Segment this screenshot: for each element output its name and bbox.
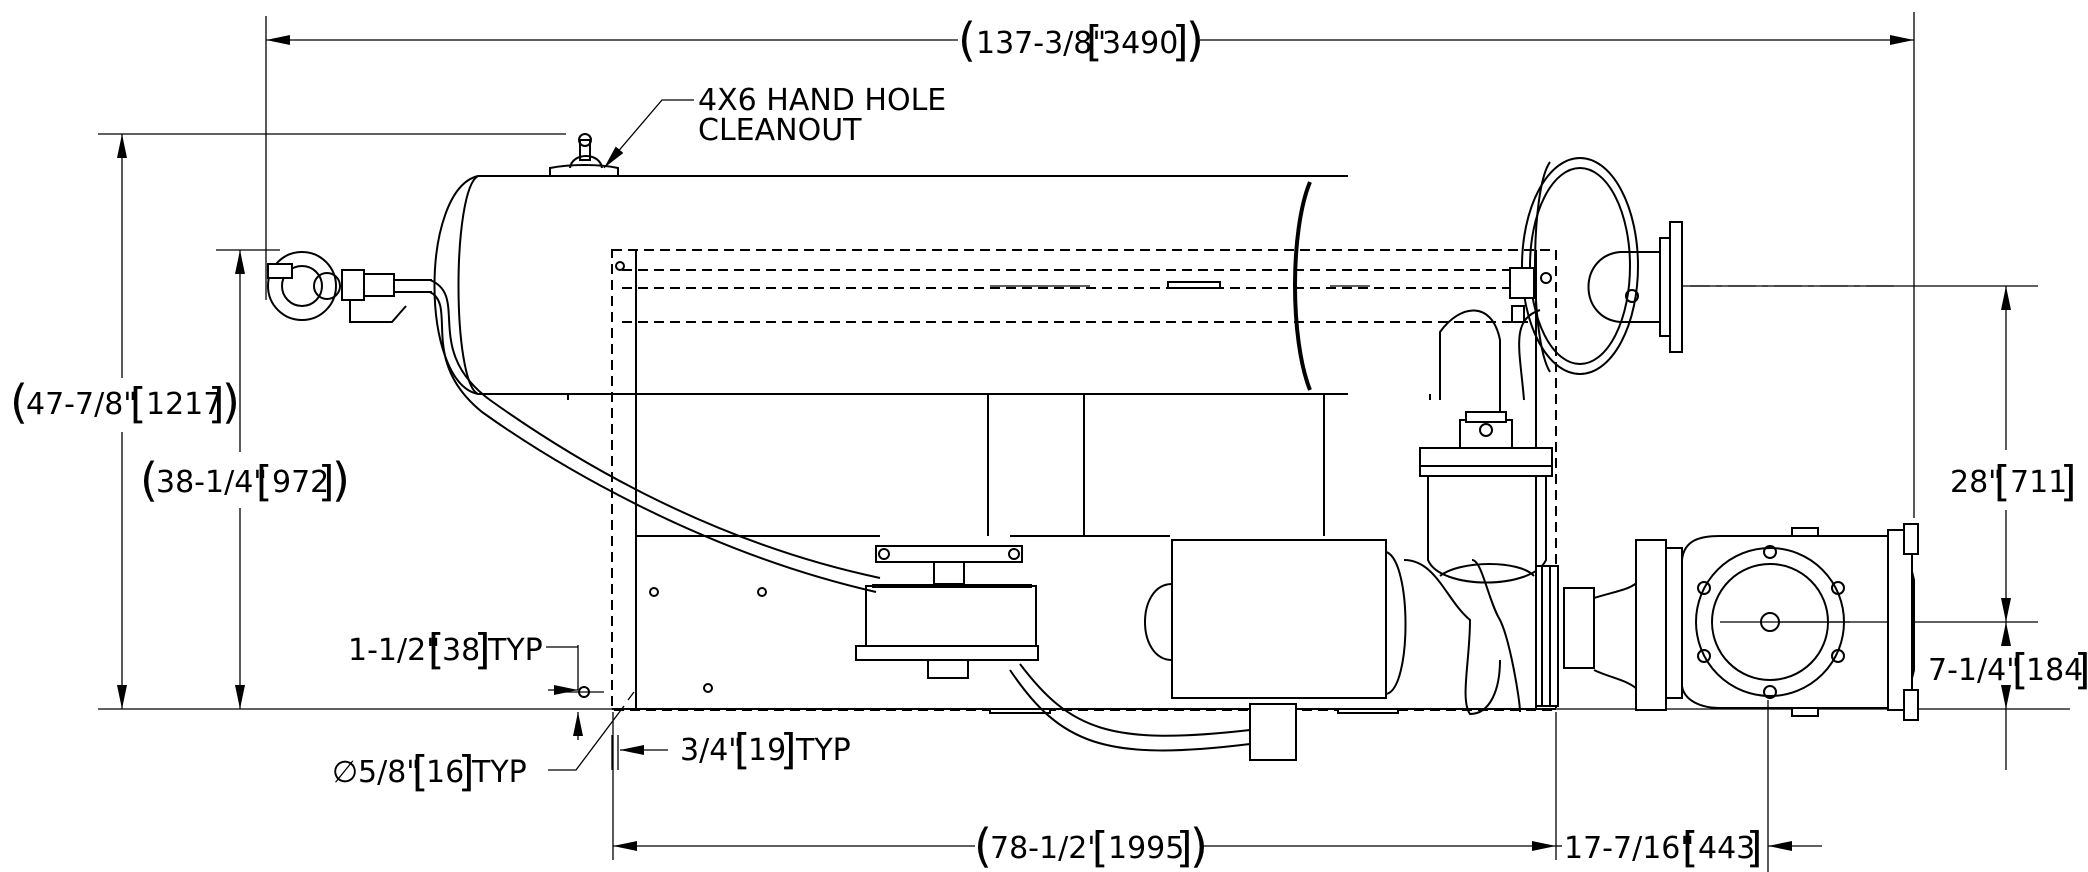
svg-text:[: [ [412, 747, 428, 796]
separator-tank [433, 133, 1900, 400]
discharge-valve [1563, 523, 1919, 721]
dim-outlet-height-imperial: 7-1/4" [1928, 653, 2020, 688]
diameter-symbol: ∅ [332, 755, 358, 790]
dim-hole-edge-typ: TYP [487, 633, 543, 668]
svg-text:[: [ [1086, 17, 1102, 66]
level-gauge [267, 251, 432, 323]
control-box [855, 545, 1297, 761]
dim-skid-length-metric: 1995 [1108, 831, 1184, 866]
dim-hole-edge-imperial: 1-1/2" [348, 633, 440, 668]
dim-tank-height-imperial: 38-1/4" [156, 465, 267, 500]
svg-text:]: ] [474, 625, 490, 674]
dim-outlet-height-metric: 184 [2026, 653, 2083, 688]
dim-outlet-offset-imperial: 17-7/16" [1564, 831, 1694, 866]
dim-hole-dia-imperial: 5/8" [358, 755, 420, 790]
mounting-hole [578, 686, 590, 698]
svg-text:]: ] [2060, 457, 2076, 506]
svg-text:): ) [1186, 13, 1204, 67]
svg-text:[: [ [130, 379, 146, 428]
svg-text:(: ( [10, 375, 28, 429]
svg-text:[: [ [256, 457, 272, 506]
svg-text:[: [ [428, 625, 444, 674]
svg-text:(: ( [974, 819, 992, 872]
svg-text:[: [ [2012, 645, 2028, 694]
svg-text:): ) [332, 453, 350, 507]
svg-text:[: [ [1092, 823, 1108, 872]
dim-overall-height-metric: 1217 [146, 387, 222, 422]
svg-text:[: [ [734, 725, 750, 774]
dim-overall-length-metric: 3490 [1102, 26, 1178, 61]
dim-skid-length-imperial: 78-1/2" [990, 831, 1101, 866]
svg-text:(: ( [140, 453, 158, 507]
svg-text:]: ] [458, 747, 474, 796]
svg-text:]: ] [208, 379, 224, 428]
skid-frame [578, 249, 1557, 714]
dim-hole-dia-metric: 16 [426, 755, 464, 790]
dim-inlet-height-imperial: 28" [1950, 465, 2002, 500]
dim-outlet-offset-metric: 443 [1698, 831, 1755, 866]
svg-text:): ) [222, 375, 240, 429]
svg-text:]: ] [1176, 823, 1192, 872]
motor-pump [1144, 267, 1559, 716]
dim-web-thk-metric: 19 [748, 733, 786, 768]
dim-overall-height-imperial: 47-7/8" [26, 387, 137, 422]
svg-text:]: ] [318, 457, 334, 506]
dim-overall-length-imperial: 137-3/8" [976, 26, 1106, 61]
dim-web-thk-imperial: 3/4" [680, 733, 742, 768]
svg-text:]: ] [1746, 823, 1762, 872]
svg-text:(: ( [958, 13, 976, 67]
note-handhole-line2: CLEANOUT [698, 113, 862, 148]
dimension-lines [117, 35, 2011, 851]
svg-text:[: [ [1682, 823, 1698, 872]
dim-tank-height-metric: 972 [272, 465, 329, 500]
svg-text:]: ] [780, 725, 796, 774]
note-handhole-line1: 4X6 HAND HOLE [698, 83, 946, 118]
dim-hole-edge-metric: 38 [442, 633, 480, 668]
svg-text:]: ] [2074, 645, 2088, 694]
dim-hole-dia-typ: TYP [471, 755, 527, 790]
dim-inlet-height-metric: 711 [2010, 465, 2067, 500]
svg-text:]: ] [1172, 17, 1188, 66]
hoses [429, 279, 1251, 752]
svg-text:): ) [1190, 819, 1208, 872]
dim-web-thk-typ: TYP [795, 733, 851, 768]
svg-text:[: [ [1994, 457, 2010, 506]
